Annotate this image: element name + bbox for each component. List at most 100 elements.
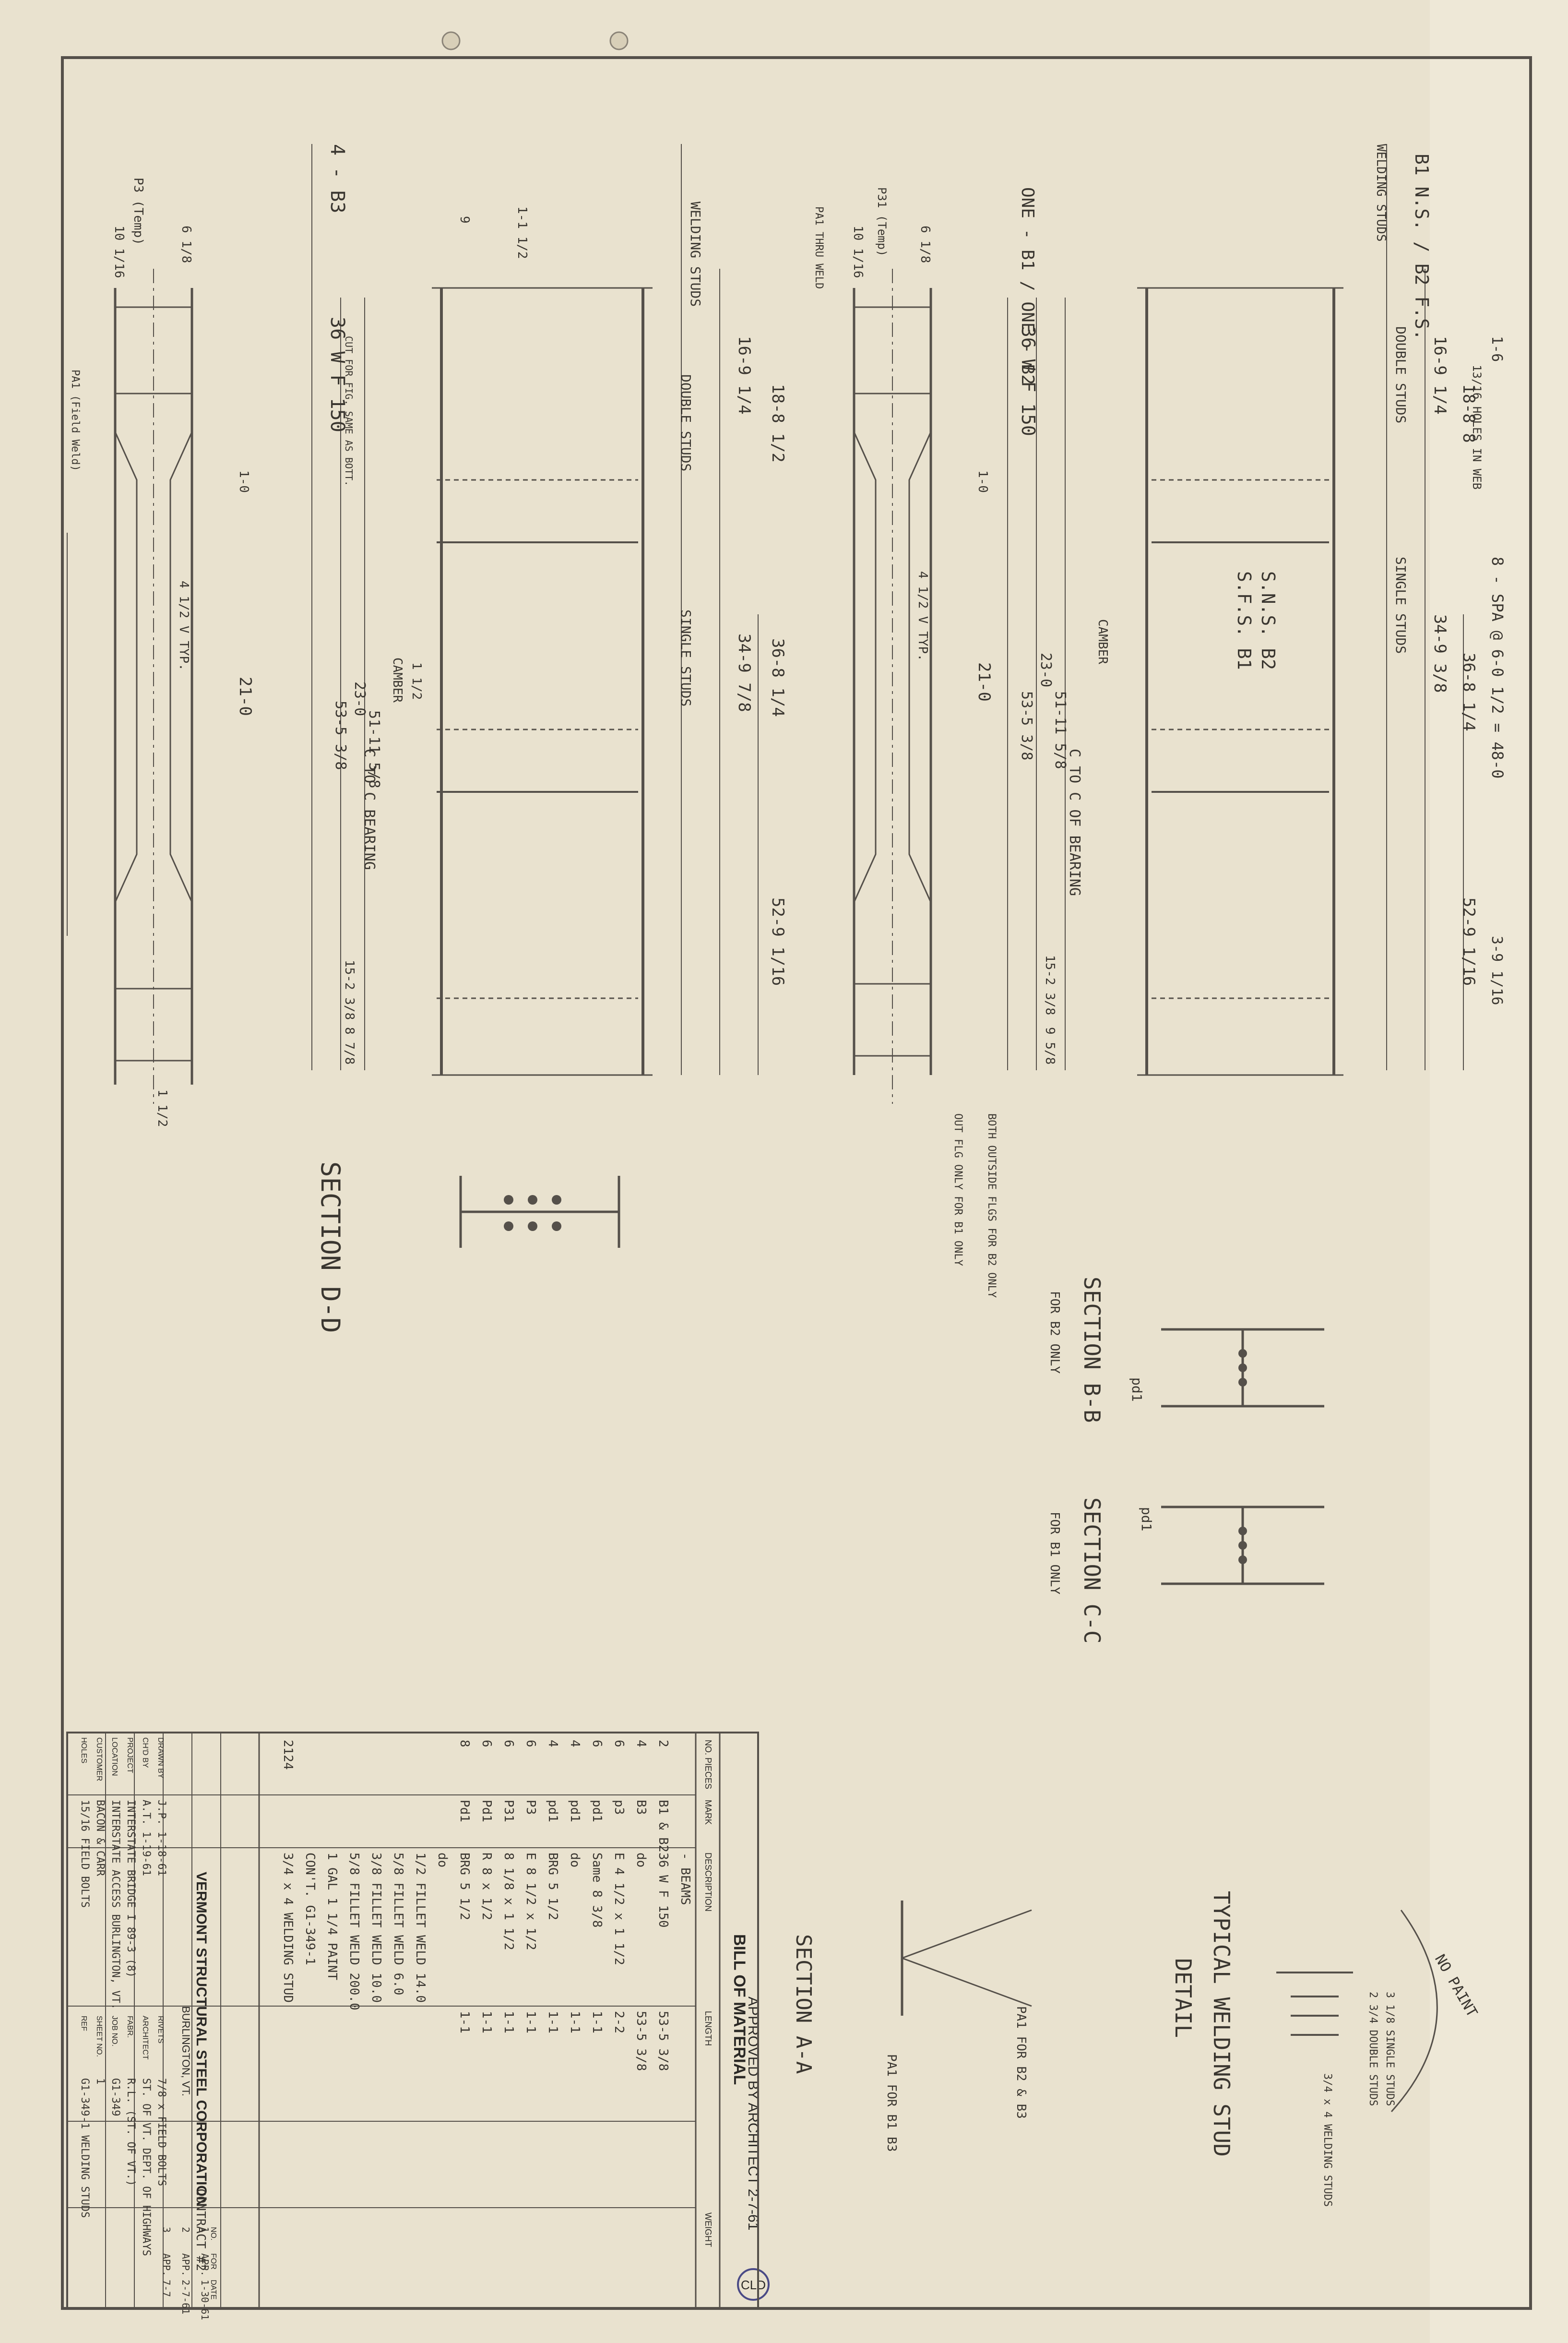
right-elev-label: OUT FLG ONLY FOR B1 ONLY <box>952 1113 964 1266</box>
revision-header: DATE <box>209 2280 217 2299</box>
right-elev-label: CAMBER <box>1095 619 1110 664</box>
revision-header: NO. <box>209 2227 217 2240</box>
title-field-value: INTERSTATE ACCESS BURLINGTON, VT. <box>109 1800 121 2009</box>
bom-cell: 1/2 FILLET WELD 14.0 <box>413 1853 428 2003</box>
revision-for: APP. <box>180 2253 191 2276</box>
left-plan-mark: 4 - B3 <box>326 144 348 214</box>
bom-cell: do <box>568 1853 582 1867</box>
right-plan-label: 53-5 3/8 <box>1018 691 1035 761</box>
right-plan-label: 15-2 3/8 <box>1043 955 1057 1015</box>
section-aa-sketch <box>901 1901 1032 2016</box>
right-plan-size: 36 W F 150 <box>1018 326 1039 436</box>
bom-cell: 5/8 FILLET WELD 200.0 <box>347 1853 361 2010</box>
left-plan-label: 6 1/8 <box>179 226 193 263</box>
stud-detail-sketch <box>1276 1910 1438 2113</box>
bom-cell: 4 <box>546 1740 560 1747</box>
left-elev-label: 1 1/2 <box>409 662 424 700</box>
title-field-value: BACON & CARR <box>94 1800 106 1877</box>
right-plan-label: 4 1/2 V TYP. <box>915 571 930 661</box>
left-elev-label: DOUBLE STUDS <box>678 374 694 471</box>
bom-cell: E 4 1/2 x 1 1/2 <box>612 1853 626 1965</box>
bom-cell: do <box>435 1853 450 1867</box>
left-elev-label: CAMBER <box>390 657 404 703</box>
bom-cell: 4 <box>568 1740 582 1747</box>
title-field-value: A.T. 1-19-61 <box>140 1800 152 1876</box>
bom-cell: 3/4 x 4 WELDING STUD <box>281 1853 295 2003</box>
bom-cell: pd1 <box>546 1800 560 1822</box>
bom-cell: 1-1 <box>546 2011 560 2033</box>
bom-cell: BRG 5 1/2 <box>546 1853 560 1920</box>
right-elev-label: 36-8 1/4 <box>1459 653 1478 731</box>
revision-table: NO.FORDATE1APP.1-30-612APP.2-7-613APP.7-… <box>161 2227 217 2320</box>
bom-cell: 1-1 <box>523 2011 538 2033</box>
section-bb-note: FOR B2 ONLY <box>1047 1291 1062 1374</box>
left-elev-label: 52-9 1/16 <box>768 897 787 986</box>
bom-cell: P31 <box>501 1800 516 1822</box>
stud-detail-label: 3 1/8 SINGLE STUDS <box>1384 1992 1396 2106</box>
right-elev-label: DOUBLE STUDS <box>1393 326 1409 423</box>
right-elev-label: 16-9 1/4 <box>1430 336 1449 415</box>
bom-cell: pd1 <box>568 1800 582 1822</box>
title-field-value: ST. OF VT. DEPT. OF HIGHWAYS <box>140 2078 152 2256</box>
title-field-value: INTERSTATE BRIDGE I 89-3 (8) <box>125 1800 137 1978</box>
title-block <box>105 1733 260 2308</box>
bom-cell: 5/8 FILLET WELD 6.0 <box>391 1853 405 1995</box>
bom-cell: 8 1/8 x 1 1/2 <box>501 1853 516 1950</box>
section-bb-title: SECTION B-B <box>1079 1277 1105 1423</box>
revision-no: 1 <box>199 2227 211 2233</box>
bom-cell: P3 <box>523 1800 538 1815</box>
bom-header: MARK <box>703 1800 713 1825</box>
right-plan-label: 21-0 <box>974 662 994 702</box>
left-plan-label: 23-0 <box>351 681 368 716</box>
left-elev-label: SINGLE STUDS <box>678 610 694 706</box>
left-plan-label: 15-2 3/8 <box>342 960 356 1020</box>
bom-cell: B3 <box>634 1800 648 1815</box>
bom-cell: 53-5 3/8 <box>634 2011 648 2071</box>
bom-cell: Pd1 <box>457 1800 472 1822</box>
left-plan-label: 53-5 3/8 <box>332 701 349 770</box>
right-elev-label: S.F.S. B1 <box>1234 571 1255 670</box>
title-field-value: 1 <box>94 2078 106 2084</box>
revision-for: APP. <box>161 2253 172 2276</box>
bom-cell: 1-1 <box>590 2011 604 2033</box>
section-cc-title: SECTION C-C <box>1079 1497 1105 1644</box>
right-plan-label: PA1 THRU WELD <box>813 206 825 289</box>
bom-cell: 6 <box>612 1740 626 1747</box>
stud-detail-subtitle: DETAIL <box>1170 1958 1196 2038</box>
title-field-label: JOB NO. <box>110 2016 119 2046</box>
approval-stamp <box>737 2268 770 2301</box>
section-aa-label: PA1 FOR B2 & B3 <box>1014 2006 1028 2119</box>
title-field-label: CUSTOMER <box>95 1737 103 1781</box>
bom-title: BILL OF MATERIAL <box>730 1934 748 2085</box>
right-elev-label: BOTH OUTSIDE FLGS FOR B2 ONLY <box>986 1113 998 1298</box>
revision-no: 2 <box>180 2227 191 2233</box>
left-elev-label: 18-8 1/2 <box>768 384 787 463</box>
left-plan-label: PA1 (Field Weld) <box>69 370 81 471</box>
title-field-label: ARCHITECT <box>141 2016 149 2060</box>
revision-no: 3 <box>161 2227 172 2233</box>
section-bb-label: pd1 <box>1129 1377 1145 1402</box>
left-plan-label: C TO C BEARING <box>361 749 378 870</box>
bom-cell: 4 <box>634 1740 648 1747</box>
section-cc-note: FOR B1 ONLY <box>1047 1512 1062 1595</box>
bom-cell: 3/8 FILLET WELD 10.0 <box>369 1853 383 2003</box>
left-girder-plan <box>67 144 365 1104</box>
title-field-label: REF <box>80 2016 88 2031</box>
left-elev-label: 9 <box>457 216 472 224</box>
bom-cell: - BEAMS <box>678 1853 692 1905</box>
title-field-label: LOCATION <box>110 1737 119 1776</box>
right-elev-label: 8 - SPA @ 6-0 1/2 = 48-0 <box>1488 557 1507 778</box>
left-plan-label: 21-0 <box>236 677 255 716</box>
left-elev-label: CUT FOR FIG. SAME AS BOTT. <box>343 336 355 486</box>
title-field-value: G1-349 <box>109 2078 121 2116</box>
bom-cell: pd1 <box>590 1800 604 1822</box>
bom-cell: do <box>634 1853 648 1867</box>
stud-detail-title: TYPICAL WELDING STUD <box>1209 1891 1235 2157</box>
bom-cell: 8 <box>457 1740 472 1747</box>
section-cc-sketch <box>1161 1506 1324 1585</box>
left-elev-label: 34-9 7/8 <box>735 634 754 712</box>
right-plan-label: 6 1/8 <box>918 226 932 263</box>
contract-no: CONTRACT #2 <box>193 2188 208 2271</box>
